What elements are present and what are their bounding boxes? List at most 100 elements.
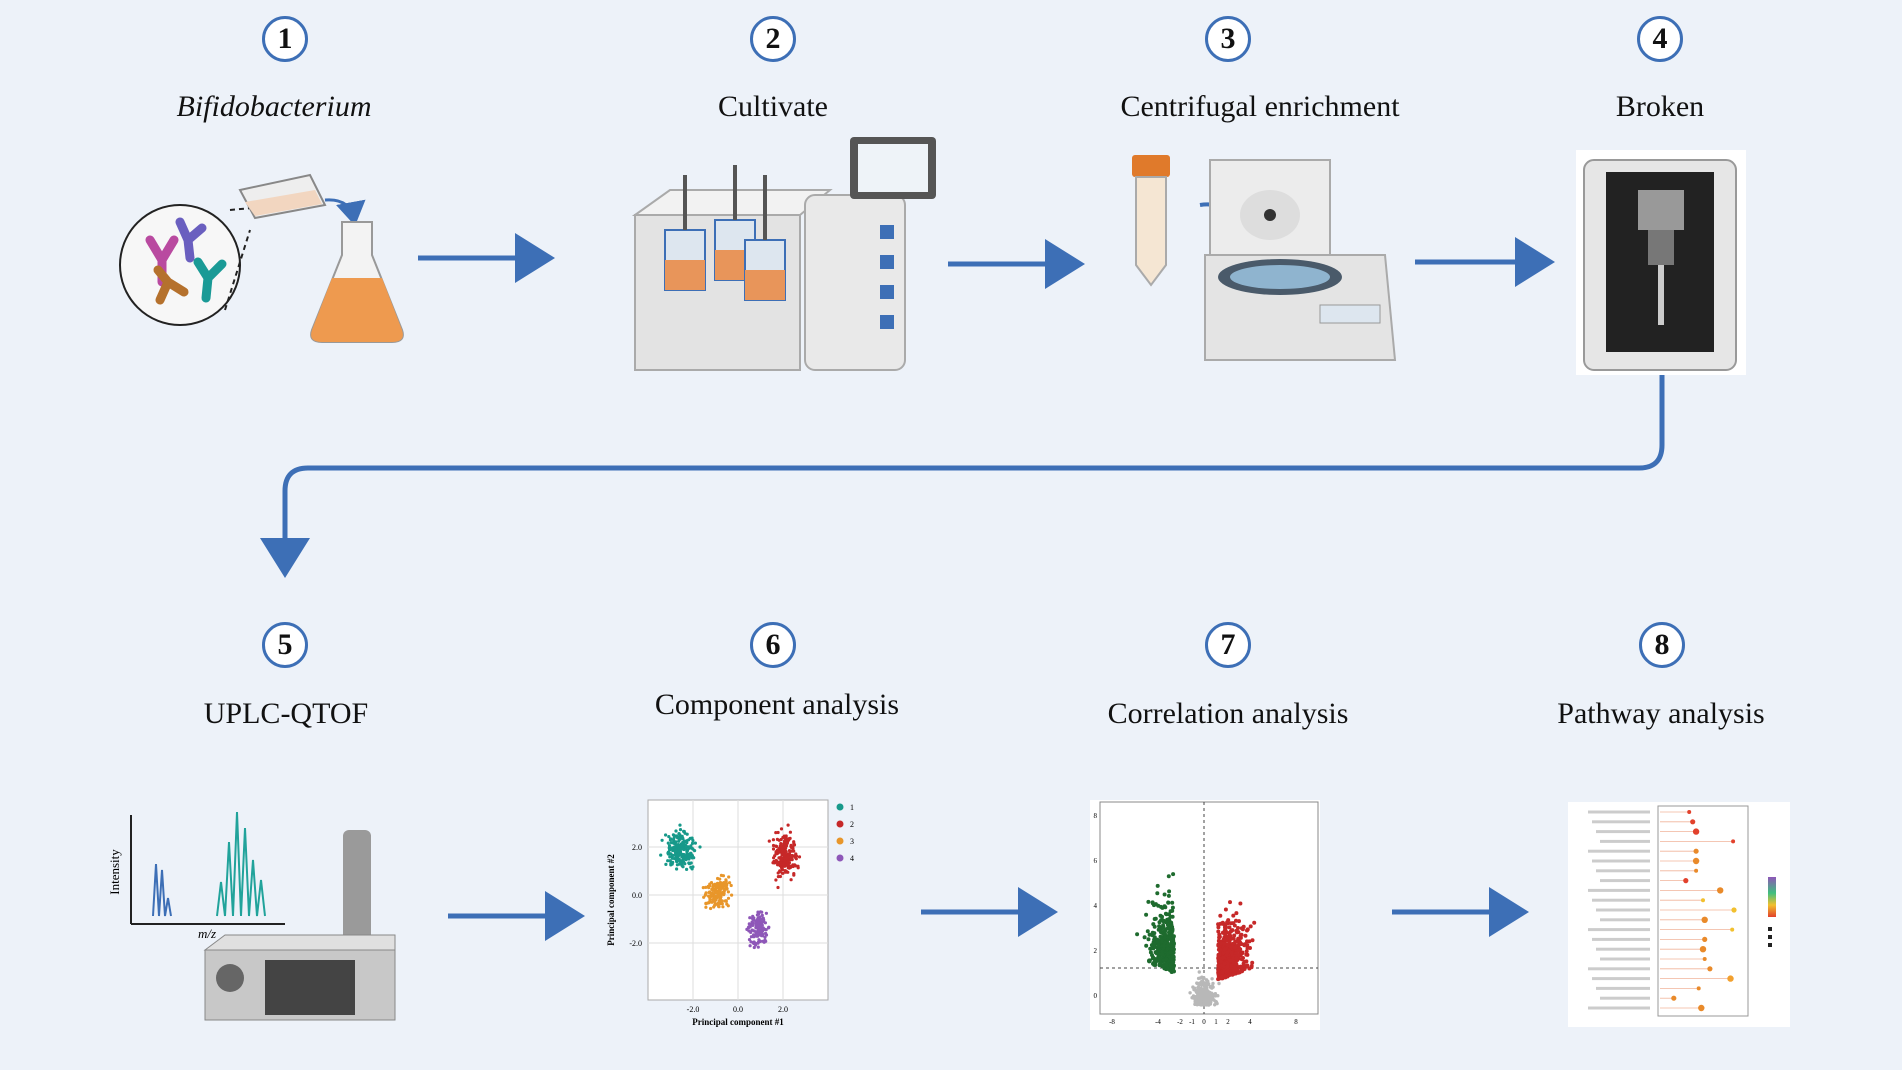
pca-point-cluster-3 <box>704 885 708 889</box>
volcano-xtick: -2 <box>1177 1018 1183 1026</box>
pathway-dot <box>1717 887 1724 894</box>
step-2-label: Cultivate <box>718 90 828 123</box>
pca-xlabel: Principal component #1 <box>692 1017 784 1027</box>
pca-point-cluster-3 <box>701 886 705 890</box>
pathway-row-label-placeholder <box>1592 898 1650 902</box>
pca-point-cluster-4 <box>761 939 765 943</box>
volcano-point-down <box>1169 930 1174 935</box>
volcano-point-ns <box>1211 985 1215 989</box>
pca-legend-label-4: 4 <box>850 854 854 863</box>
pca-point-cluster-1 <box>666 859 670 863</box>
pca-point-cluster-3 <box>724 885 728 889</box>
pca-point-cluster-1 <box>666 851 670 855</box>
volcano-point-up <box>1248 924 1253 929</box>
pathway-dot <box>1692 857 1700 865</box>
pca-point-cluster-2 <box>774 878 778 882</box>
step-3-label: Centrifugal enrichment <box>1120 90 1400 123</box>
pca-point-cluster-3 <box>708 884 712 888</box>
volcano-point-ns <box>1199 986 1203 990</box>
pathway-row-label-placeholder <box>1596 947 1650 951</box>
pca-point-cluster-4 <box>748 916 752 920</box>
step-5-label: UPLC-QTOF <box>203 697 369 730</box>
pca-point-cluster-2 <box>794 857 798 861</box>
step-1-label: Bifidobacterium <box>176 90 372 123</box>
pathway-dot <box>1683 878 1689 884</box>
volcano-point-up <box>1222 947 1227 952</box>
volcano-point-ns <box>1196 985 1200 989</box>
pathway-row-label-placeholder <box>1600 918 1650 922</box>
volcano-point-up <box>1234 911 1239 916</box>
mass-spectrometer-illustration: Intensity m/z <box>107 811 396 1021</box>
bacteria-flask-illustration <box>119 173 404 343</box>
pca-point-cluster-4 <box>766 926 771 930</box>
pca-point-cluster-4 <box>764 931 768 935</box>
pca-point-cluster-3 <box>711 888 716 892</box>
pca-point-cluster-3 <box>718 896 722 901</box>
arrow-4-5 <box>260 375 1665 578</box>
pca-point-cluster-4 <box>757 912 761 916</box>
centrifuge-illustration <box>1132 155 1397 361</box>
pathway-row-label-placeholder <box>1596 830 1650 834</box>
volcano-point-up <box>1227 925 1232 930</box>
volcano-point-up <box>1229 921 1233 926</box>
volcano-point-ns <box>1214 1000 1218 1004</box>
pca-point-cluster-1 <box>671 860 675 864</box>
pca-point-cluster-1 <box>677 837 681 841</box>
spectrum-peaks-group-2 <box>216 811 266 917</box>
pca-point-cluster-4 <box>763 935 767 939</box>
volcano-point-ns <box>1211 981 1215 986</box>
volcano-point-ns <box>1196 976 1201 981</box>
qtof-instrument-icon <box>203 830 396 1021</box>
step-8-label: Pathway analysis <box>1557 697 1765 730</box>
volcano-point-down <box>1155 883 1160 888</box>
volcano-point-down <box>1170 905 1175 910</box>
pca-point-cluster-4 <box>761 926 765 930</box>
volcano-point-up <box>1234 956 1239 961</box>
pathway-dot <box>1690 819 1696 825</box>
bacteria-icon <box>145 217 227 305</box>
volcano-point-down <box>1171 968 1176 973</box>
pca-legend-marker-2 <box>836 820 844 828</box>
pca-point-cluster-2 <box>796 866 800 870</box>
volcano-point-down <box>1167 889 1172 894</box>
volcano-point-up <box>1221 921 1226 926</box>
pca-point-cluster-3 <box>704 892 708 896</box>
spectrum-xlabel: m/z <box>198 926 216 941</box>
pathway-dot <box>1698 1004 1705 1012</box>
volcano-point-up <box>1225 968 1230 973</box>
pca-point-cluster-2 <box>789 878 793 882</box>
pca-point-cluster-1 <box>678 844 683 848</box>
volcano-ytick: 6 <box>1094 857 1098 865</box>
pca-point-cluster-2 <box>789 845 793 849</box>
volcano-point-down <box>1163 932 1167 936</box>
volcano-point-down <box>1152 931 1157 936</box>
volcano-point-up <box>1218 959 1223 964</box>
volcano-point-up <box>1236 953 1241 958</box>
pca-point-cluster-1 <box>698 845 702 849</box>
volcano-ytick: 2 <box>1094 947 1098 955</box>
volcano-point-up <box>1244 949 1249 954</box>
pca-point-cluster-2 <box>780 850 784 854</box>
pca-point-cluster-1 <box>691 838 695 843</box>
pca-point-cluster-1 <box>683 843 688 847</box>
volcano-point-up <box>1245 927 1250 932</box>
spectrum-ylabel: Intensity <box>107 849 122 895</box>
volcano-point-up <box>1218 947 1223 952</box>
pca-point-cluster-1 <box>693 841 697 845</box>
pca-point-cluster-2 <box>776 875 780 879</box>
pca-point-cluster-1 <box>675 834 679 838</box>
volcano-point-ns <box>1208 999 1212 1004</box>
pca-ytick-0: 2.0 <box>632 843 642 852</box>
volcano-ytick: 0 <box>1094 992 1098 1000</box>
pca-legend-marker-3 <box>836 837 844 845</box>
pca-point-cluster-2 <box>779 858 784 862</box>
volcano-point-up <box>1236 926 1240 930</box>
spectrum-peaks-group-1 <box>152 863 172 917</box>
volcano-point-up <box>1249 964 1254 968</box>
pca-scatter-plot: 2.0 0.0 -2.0 -2.0 0.0 2.0 Principal comp… <box>606 799 854 1027</box>
pca-point-cluster-2 <box>780 865 784 869</box>
pca-point-cluster-4 <box>748 944 752 948</box>
volcano-xtick: 1 <box>1214 1018 1218 1026</box>
pca-point-cluster-4 <box>752 945 756 950</box>
pca-point-cluster-4 <box>749 935 753 939</box>
